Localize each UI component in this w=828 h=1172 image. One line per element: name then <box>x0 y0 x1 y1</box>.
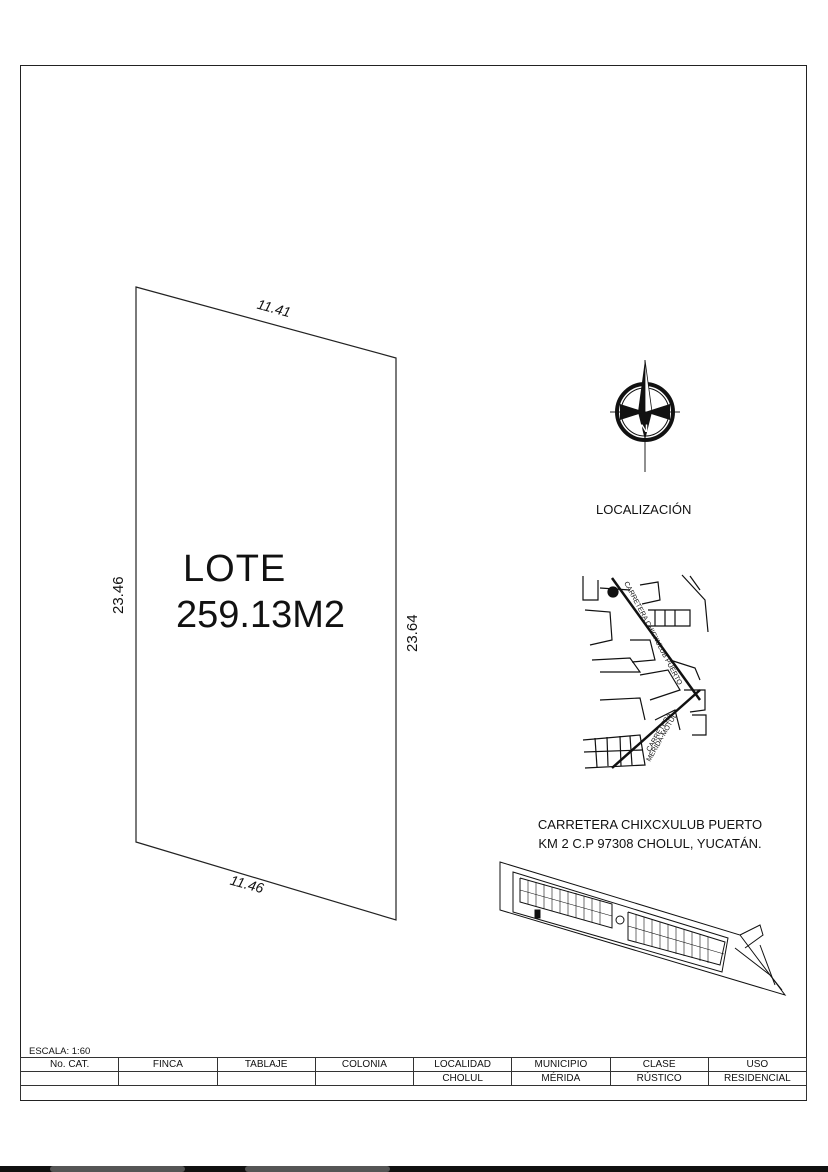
title-block-header-row: No. CAT. FINCA TABLAJE COLONIA LOCALIDAD… <box>19 1057 808 1072</box>
address: CARRETERA CHIXCXULUB PUERTO KM 2 C.P 973… <box>500 815 800 853</box>
north-letter: N <box>640 423 648 435</box>
scale-label: ESCALA: 1:60 <box>29 1046 91 1057</box>
road-label-chicxulub: CARRETERA CHICXULUB PUERTO <box>622 581 683 687</box>
header-uso: USO <box>707 1057 808 1072</box>
lot-outline <box>135 286 397 921</box>
address-line-1: CARRETERA CHIXCXULUB PUERTO <box>537 817 763 832</box>
bottom-bar <box>0 1166 828 1172</box>
value-finca <box>118 1071 218 1086</box>
header-tablaje: TABLAJE <box>216 1057 316 1072</box>
title-block-value-row: CHOLUL MÉRIDA RÚSTICO RESIDENCIAL <box>19 1071 808 1086</box>
bottom-pill-2[interactable] <box>245 1166 390 1172</box>
header-municipio: MUNICIPIO <box>511 1057 611 1072</box>
drawing-frame <box>20 65 807 1101</box>
header-colonia: COLONIA <box>314 1057 415 1072</box>
title-block-footer <box>20 1085 807 1101</box>
address-line-2: KM 2 C.P 97308 CHOLUL, YUCATÁN. <box>538 836 762 851</box>
header-finca: FINCA <box>118 1057 218 1072</box>
north-arrow-icon: N <box>610 359 680 472</box>
location-map <box>582 574 709 769</box>
header-clase: CLASE <box>609 1057 709 1072</box>
value-localidad: CHOLUL <box>412 1071 513 1086</box>
value-uso: RESIDENCIAL <box>707 1071 808 1086</box>
development-plan-thumbnail <box>499 861 787 996</box>
title-block-empty-row <box>20 1085 807 1101</box>
value-tablaje <box>216 1071 316 1086</box>
bottom-pill-1[interactable] <box>50 1166 185 1172</box>
title-block-table: No. CAT. FINCA TABLAJE COLONIA LOCALIDAD… <box>19 1057 808 1101</box>
road-label-merida-motul: MÉRIDA-MOTUL <box>644 712 679 763</box>
value-no-cat <box>19 1071 120 1086</box>
dim-left: 23.46 <box>110 576 127 614</box>
header-no-cat: No. CAT. <box>19 1057 120 1072</box>
location-label: LOCALIZACIÓN <box>596 502 692 517</box>
value-colonia <box>314 1071 415 1086</box>
lot-title: LOTE <box>183 548 287 590</box>
header-localidad: LOCALIDAD <box>412 1057 513 1072</box>
value-municipio: MÉRIDA <box>511 1071 611 1086</box>
dim-right: 23.64 <box>404 614 421 652</box>
value-clase: RÚSTICO <box>609 1071 709 1086</box>
lot-area: 259.13M2 <box>176 594 346 636</box>
